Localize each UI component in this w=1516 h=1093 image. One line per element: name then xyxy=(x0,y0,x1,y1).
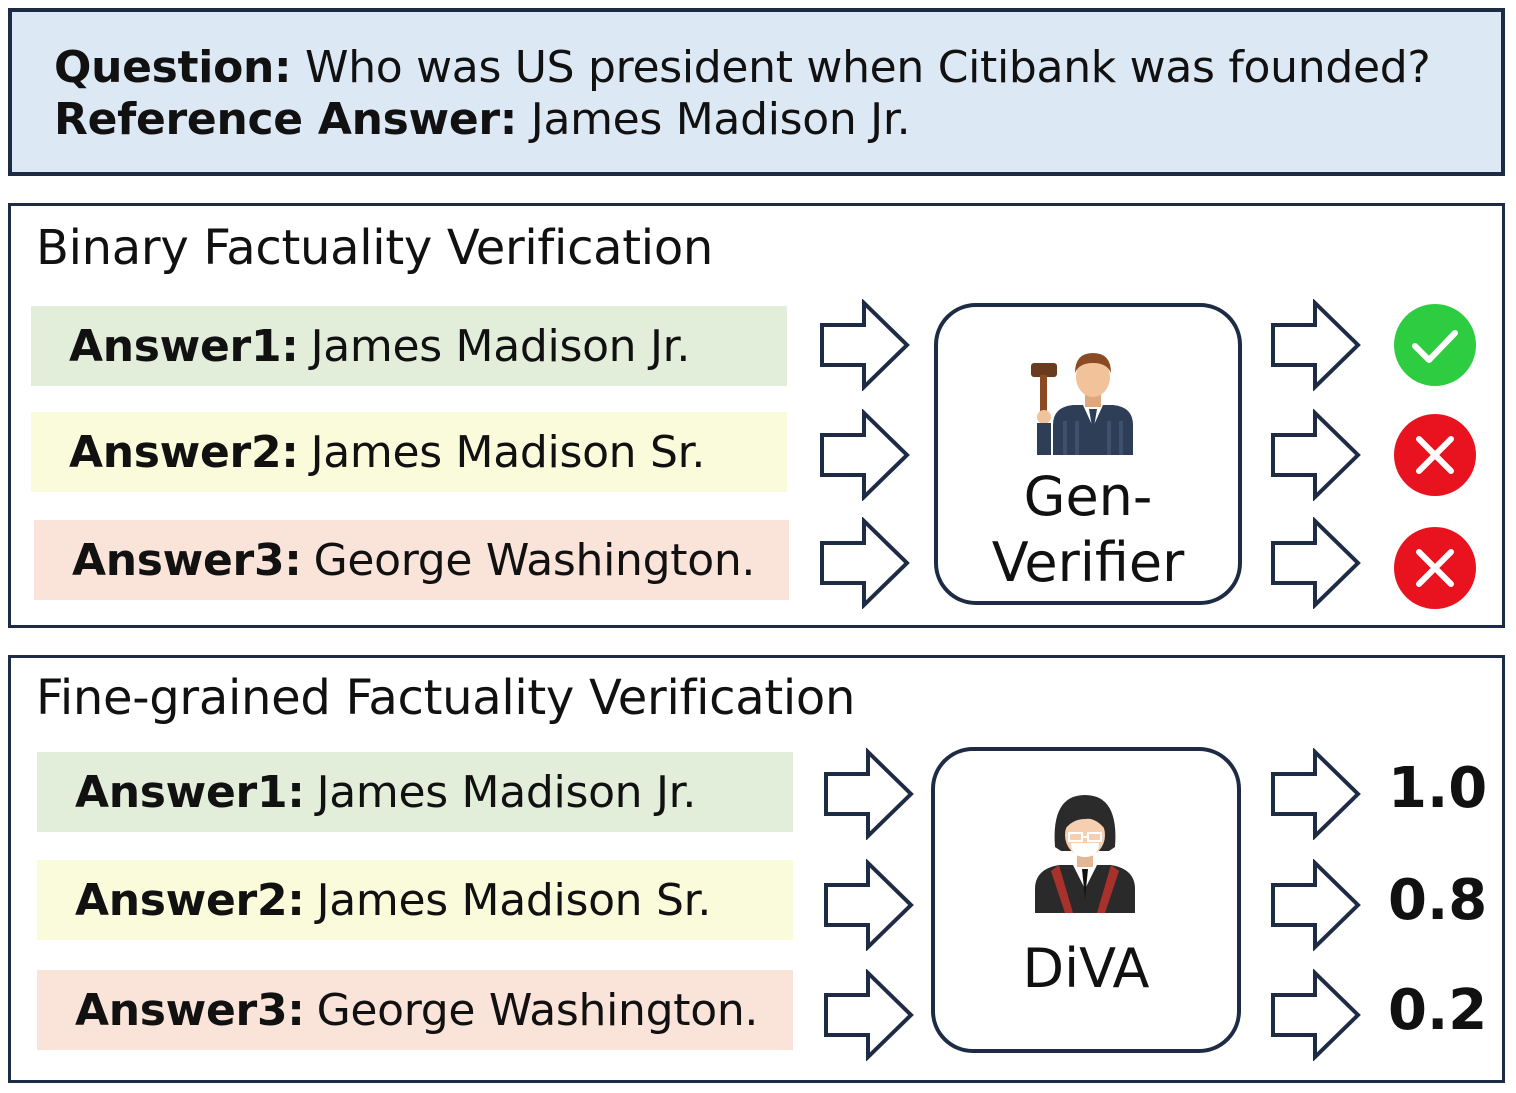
judge-icon xyxy=(1031,353,1133,455)
binary-answer-3: Answer3: George Washington. xyxy=(34,520,789,600)
lawyer-icon xyxy=(1035,795,1135,913)
arrow-right-icon xyxy=(823,748,915,840)
answer-text: James Madison Sr. xyxy=(316,874,712,926)
answer-text: James Madison Sr. xyxy=(310,426,706,478)
answer-text: James Madison Jr. xyxy=(310,320,691,372)
binary-answer-1: Answer1: James Madison Jr. xyxy=(31,306,787,386)
arrow-right-icon xyxy=(1270,409,1362,501)
cross-icon xyxy=(1394,527,1476,609)
cross-icon xyxy=(1394,414,1476,496)
arrow-right-icon xyxy=(1270,748,1362,840)
binary-answer-2: Answer2: James Madison Sr. xyxy=(31,412,787,492)
arrow-right-icon xyxy=(823,969,915,1061)
arrow-right-icon xyxy=(823,859,915,951)
arrow-right-icon xyxy=(819,517,911,609)
answer-text: George Washington. xyxy=(316,984,759,1036)
answer-label: Answer1: xyxy=(75,766,305,818)
answer-label: Answer2: xyxy=(69,426,299,478)
gen-verifier-box: Gen- Verifier xyxy=(934,303,1242,605)
arrow-right-icon xyxy=(819,409,911,501)
question-label: Question: xyxy=(54,42,292,93)
fine-grained-verification-panel: Fine-grained Factuality Verification Ans… xyxy=(8,655,1505,1083)
answer-text: James Madison Jr. xyxy=(316,766,697,818)
answer-label: Answer3: xyxy=(72,534,302,586)
diva-box: DiVA xyxy=(931,747,1241,1053)
diva-label: DiVA xyxy=(1022,937,1150,1000)
verifier-name-line-2: Verifier xyxy=(991,531,1185,594)
answer-label: Answer3: xyxy=(75,984,305,1036)
arrow-right-icon xyxy=(1270,299,1362,391)
fine-answer-1: Answer1: James Madison Jr. xyxy=(37,752,793,832)
fine-answer-3: Answer3: George Washington. xyxy=(37,970,793,1050)
check-icon xyxy=(1394,304,1476,386)
fine-panel-title: Fine-grained Factuality Verification xyxy=(36,670,856,726)
arrow-right-icon xyxy=(1270,517,1362,609)
arrow-right-icon xyxy=(1270,969,1362,1061)
arrow-right-icon xyxy=(819,299,911,391)
binary-verification-panel: Binary Factuality Verification Answer1: … xyxy=(8,203,1505,628)
reference-label: Reference Answer: xyxy=(54,94,518,145)
score-value: 0.2 xyxy=(1388,978,1488,1043)
reference-line: Reference Answer: James Madison Jr. xyxy=(54,94,911,145)
question-line: Question: Who was US president when Citi… xyxy=(54,42,1431,93)
answer-label: Answer2: xyxy=(75,874,305,926)
score-value: 1.0 xyxy=(1388,756,1488,821)
fine-answer-2: Answer2: James Madison Sr. xyxy=(37,860,793,940)
arrow-right-icon xyxy=(1270,859,1362,951)
verifier-name-line-1: Gen- xyxy=(1023,465,1153,528)
question-panel: Question: Who was US president when Citi… xyxy=(8,8,1505,176)
reference-text: James Madison Jr. xyxy=(530,94,911,145)
score-value: 0.8 xyxy=(1388,868,1488,933)
question-text: Who was US president when Citibank was f… xyxy=(305,42,1431,93)
answer-text: George Washington. xyxy=(313,534,756,586)
binary-panel-title: Binary Factuality Verification xyxy=(36,220,714,276)
answer-label: Answer1: xyxy=(69,320,299,372)
